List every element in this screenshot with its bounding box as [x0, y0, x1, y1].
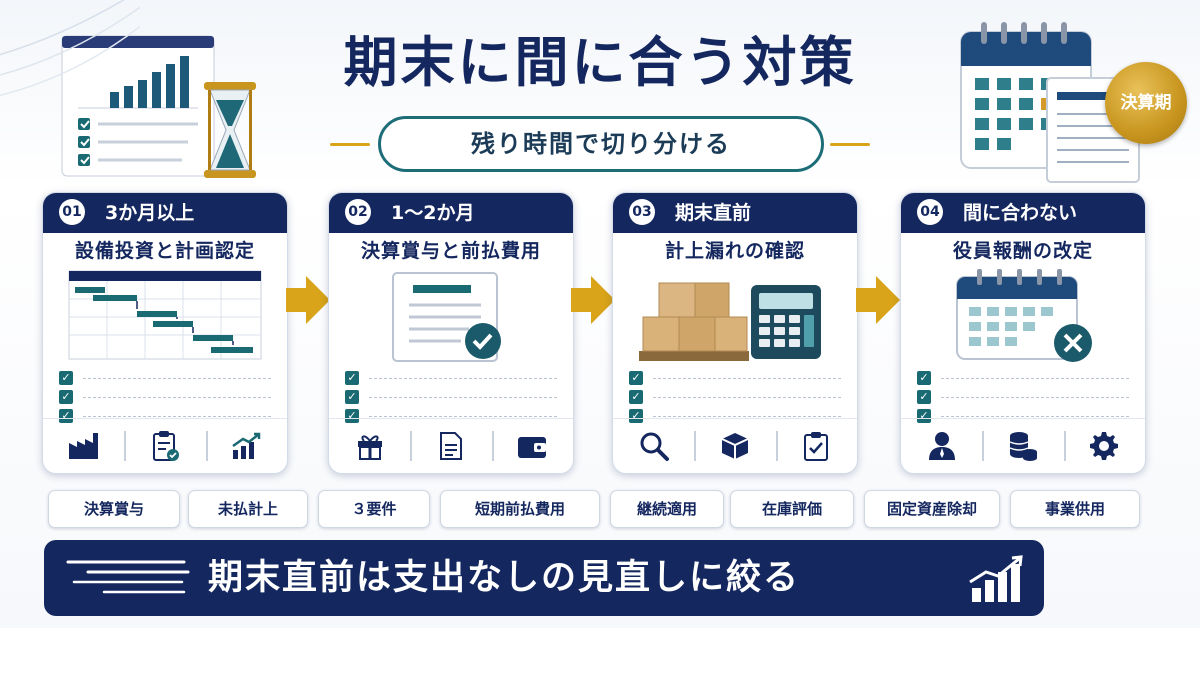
divider [830, 143, 870, 146]
growth-chart-icon [232, 432, 261, 459]
checklist: ✓ ✓ ✓ [629, 369, 841, 426]
step-timeframe: 1～2か月 [391, 202, 475, 224]
document-check-icon [392, 272, 501, 362]
checklist-item: ✓ [629, 407, 841, 426]
checklist-item: ✓ [917, 407, 1129, 426]
step-number: 04 [917, 199, 943, 225]
check-icon: ✓ [59, 390, 73, 404]
subtitle-group: 残り時間で切り分ける [330, 116, 870, 172]
magnifier-icon [640, 432, 669, 461]
report-hourglass-illustration [61, 35, 256, 178]
checklist-item: ✓ [917, 388, 1129, 407]
step-timeframe: 3か月以上 [105, 202, 195, 224]
check-icon: ✓ [59, 409, 73, 423]
check-icon: ✓ [345, 390, 359, 404]
checklist-item: ✓ [629, 369, 841, 388]
step-number: 03 [629, 199, 655, 225]
checklist: ✓ ✓ ✓ [917, 369, 1129, 426]
arrow-right-icon [856, 276, 900, 324]
step-title: 計上漏れの確認 [664, 240, 805, 262]
keyword-tag: ３要件 [318, 490, 430, 528]
keyword-tag: 未払計上 [188, 490, 308, 528]
step-card-3: 03 期末直前 計上漏れの確認 ✓ ✓ ✓ [612, 192, 858, 474]
check-icon: ✓ [917, 371, 931, 385]
page-subtitle: 残り時間で切り分ける [378, 116, 824, 172]
step-card-4: 04 間に合わない 役員報酬の改定 ✓ ✓ ✓ [900, 192, 1146, 474]
person-icon [928, 432, 955, 460]
checklist-item: ✓ [345, 369, 557, 388]
step-timeframe: 期末直前 [675, 202, 752, 224]
calendar-cancel-icon [956, 269, 1092, 362]
keyword-tag: 短期前払費用 [440, 490, 600, 528]
checklist-item: ✓ [59, 388, 271, 407]
decorative-lines [0, 0, 140, 97]
coins-icon [1009, 432, 1037, 461]
document-icon [439, 432, 462, 460]
check-icon: ✓ [917, 409, 931, 423]
card-footer-icons [901, 418, 1145, 473]
step-card-header: 02 1～2か月 [329, 193, 573, 233]
infographic-canvas: 期末に間に合う対策 残り時間で切り分ける 決 [0, 0, 1200, 628]
check-icon: ✓ [629, 390, 643, 404]
checklist-item: ✓ [345, 407, 557, 426]
gantt-chart-icon [68, 270, 262, 360]
clipboard-check-icon [804, 432, 829, 461]
checklist-item: ✓ [629, 388, 841, 407]
wallet-icon [518, 437, 547, 458]
boxes-calculator-icon [639, 282, 821, 361]
gift-icon [357, 435, 382, 460]
step-card-header: 04 間に合わない [901, 193, 1145, 233]
step-title: 役員報酬の改定 [952, 240, 1093, 262]
check-icon: ✓ [345, 371, 359, 385]
step-card-header: 01 3か月以上 [43, 193, 287, 233]
keyword-tag: 継続適用 [610, 490, 724, 528]
calendar-document-illustration [960, 22, 1140, 183]
step-title: 決算賞与と前払費用 [360, 240, 541, 262]
step-number: 02 [345, 199, 371, 225]
checklist-item: ✓ [59, 407, 271, 426]
page-title: 期末に間に合う対策 [343, 31, 857, 94]
checklist-item: ✓ [59, 369, 271, 388]
step-title: 設備投資と計画認定 [74, 240, 255, 262]
step-card-1: 01 3か月以上 設備投資と計画認定 ✓ ✓ ✓ [42, 192, 288, 474]
arrow-right-icon [571, 276, 615, 324]
summary-banner: 期末直前は支出なしの見直しに絞る [44, 540, 1044, 616]
clipboard-check-icon [152, 431, 179, 461]
card-footer-icons [613, 418, 857, 473]
keyword-tag: 在庫評価 [730, 490, 854, 528]
summary-text: 期末直前は支出なしの見直しに絞る [208, 558, 801, 598]
fiscal-period-badge: 決算期 [1105, 62, 1187, 144]
growth-bars-icon [969, 555, 1023, 602]
checklist: ✓ ✓ ✓ [59, 369, 271, 426]
check-icon: ✓ [629, 409, 643, 423]
checklist-item: ✓ [917, 369, 1129, 388]
factory-icon [68, 433, 98, 459]
box-icon [721, 433, 749, 459]
keyword-tag: 事業供用 [1010, 490, 1140, 528]
speed-lines-icon [66, 560, 190, 594]
check-icon: ✓ [59, 371, 73, 385]
keyword-tag: 決算賞与 [48, 490, 180, 528]
check-icon: ✓ [345, 409, 359, 423]
divider [330, 143, 370, 146]
checklist-item: ✓ [345, 388, 557, 407]
step-card-header: 03 期末直前 [613, 193, 857, 233]
checklist: ✓ ✓ ✓ [345, 369, 557, 426]
card-footer-icons [329, 418, 573, 473]
step-card-2: 02 1～2か月 決算賞与と前払費用 ✓ ✓ ✓ [328, 192, 574, 474]
keyword-tag: 固定資産除却 [864, 490, 1000, 528]
check-icon: ✓ [629, 371, 643, 385]
check-icon: ✓ [917, 390, 931, 404]
gear-icon [1090, 432, 1119, 460]
card-footer-icons [43, 418, 287, 473]
step-timeframe: 間に合わない [963, 202, 1078, 224]
arrow-right-icon [286, 276, 330, 324]
step-number: 01 [59, 199, 85, 225]
